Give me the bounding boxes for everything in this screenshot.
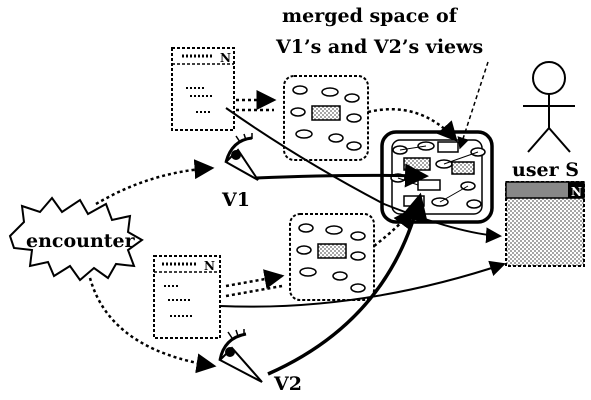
eye-icon-v1	[224, 133, 259, 181]
stick-figure-icon	[523, 61, 575, 153]
merged-space-box	[380, 130, 494, 224]
encounter-burst: encounter	[8, 196, 144, 282]
title-line-2: V1’s and V2’s views	[275, 36, 483, 58]
document-icon-v1: N	[171, 47, 235, 131]
user-label: user S	[512, 159, 579, 181]
view2-cluster	[289, 213, 375, 301]
v1-label: V1	[221, 189, 250, 211]
title-pointer-arrow	[457, 61, 489, 150]
solid-flows	[219, 107, 506, 376]
document-v2-mark: N	[204, 259, 215, 273]
eye-icon-v2	[218, 329, 263, 383]
title-line-1: merged space of	[282, 5, 459, 27]
v2-label: V2	[273, 373, 302, 395]
user-document: N	[505, 181, 585, 267]
view1-cluster	[283, 75, 369, 161]
encounter-label: encounter	[26, 230, 136, 252]
document-v1-mark: N	[220, 51, 231, 65]
document-icon-v2: N	[153, 255, 221, 339]
user-document-mark: N	[571, 185, 582, 199]
